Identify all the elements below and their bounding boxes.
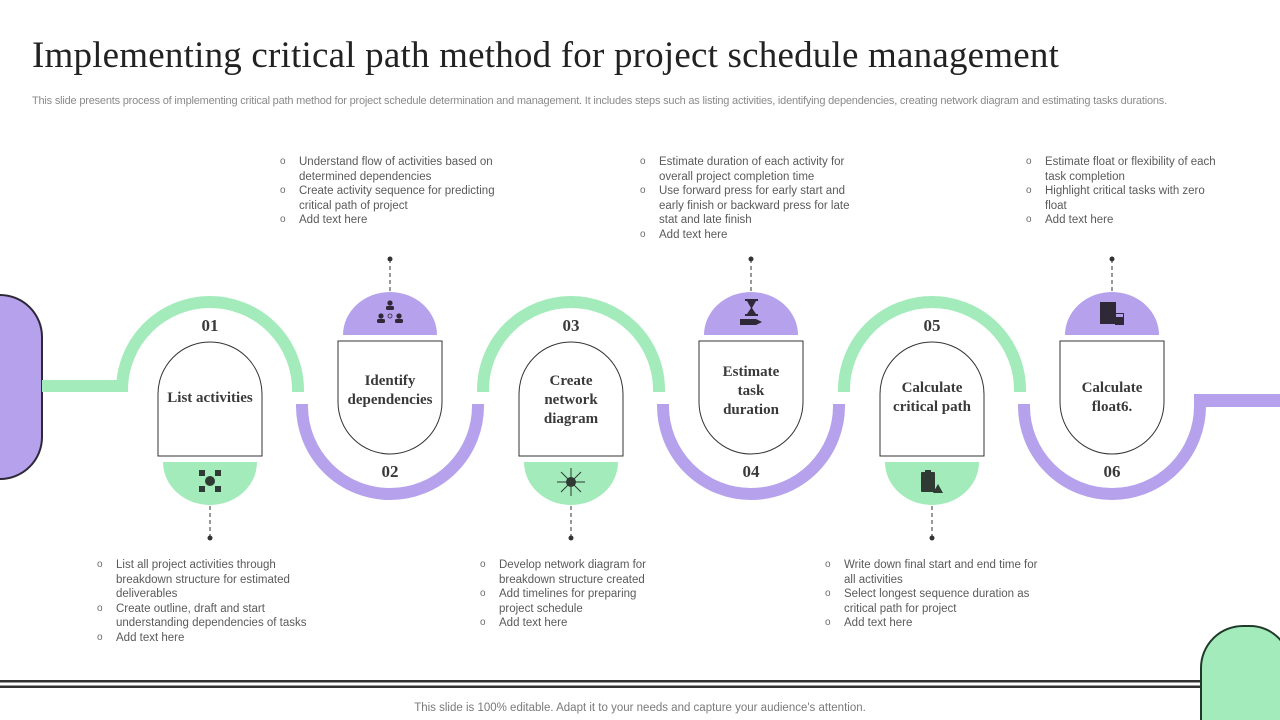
- bullets-step-01: List all project activities through brea…: [97, 558, 327, 645]
- bullets-step-04: Estimate duration of each activity for o…: [640, 155, 868, 242]
- footer-note: This slide is 100% editable. Adapt it to…: [414, 702, 866, 714]
- step-label-calculate-float: Calculate float6.: [1081, 380, 1143, 415]
- bullet-item: Use forward press for early start and ea…: [640, 184, 868, 228]
- step-label-create-network-diagram: Create network diagram: [543, 372, 599, 427]
- purple-arcs: [296, 394, 1280, 500]
- bullet-item: Write down final start and end time for …: [825, 558, 1050, 587]
- step-label-calculate-critical-path: Calculate critical path: [893, 380, 971, 415]
- bullet-item: Select longest sequence duration as crit…: [825, 587, 1050, 616]
- bullet-item: Create activity sequence for predicting …: [280, 184, 500, 213]
- bullet-item: Add text here: [480, 616, 665, 631]
- bullet-item: List all project activities through brea…: [97, 558, 327, 602]
- network-globe-icon: [557, 468, 585, 496]
- leader-lines: [209, 259, 1113, 538]
- step-boxes: [157, 340, 1165, 457]
- bullet-item: Add timelines for preparing project sche…: [480, 587, 665, 616]
- step-number-06: 06: [1103, 462, 1121, 481]
- divider-line-top: [0, 680, 1200, 683]
- bullet-item: Add text here: [280, 213, 500, 228]
- bullet-item: Add text here: [97, 631, 327, 646]
- bullets-step-06: Estimate float or flexibility of each ta…: [1026, 155, 1216, 228]
- hourglass-hand-icon: [740, 299, 762, 325]
- step-number-04: 04: [742, 462, 760, 481]
- divider-line-bottom: [0, 685, 1200, 688]
- left-decor-shape: [0, 294, 43, 480]
- bullet-item: Add text here: [1026, 213, 1216, 228]
- step-number-02: 02: [381, 462, 399, 481]
- step-number-03: 03: [562, 316, 580, 335]
- start-connector: [42, 380, 122, 392]
- page-subtitle: This slide presents process of implement…: [32, 95, 1167, 107]
- workflow-gear-icon: [199, 470, 221, 492]
- end-connector: [1200, 395, 1280, 407]
- bullet-item: Understand flow of activities based on d…: [280, 155, 500, 184]
- page-title: Implementing critical path method for pr…: [32, 35, 1060, 76]
- bullets-step-03: Develop network diagram for breakdown st…: [480, 558, 665, 631]
- green-arcs: [116, 296, 1026, 392]
- step-label-identify-dependencies: Identify dependencies: [347, 373, 433, 408]
- leader-dots: [207, 256, 1115, 541]
- step-label-estimate-task-duration: Estimate task duration: [722, 363, 780, 418]
- bullet-item: Develop network diagram for breakdown st…: [480, 558, 665, 587]
- bullet-item: Create outline, draft and start understa…: [97, 602, 327, 631]
- bullet-item: Estimate duration of each activity for o…: [640, 155, 868, 184]
- bullet-item: Estimate float or flexibility of each ta…: [1026, 155, 1216, 184]
- bullet-item: Highlight critical tasks with zero float: [1026, 184, 1216, 213]
- clipboard-warning-icon: [921, 470, 943, 493]
- right-decor-shape: [1200, 625, 1280, 720]
- bullets-step-05: Write down final start and end time for …: [825, 558, 1050, 631]
- step-number-01: 01: [201, 316, 219, 335]
- bullet-item: Add text here: [640, 228, 868, 243]
- step-number-05: 05: [923, 316, 941, 335]
- bullets-step-02: Understand flow of activities based on d…: [280, 155, 500, 228]
- team-network-icon: [377, 300, 403, 323]
- bullet-item: Add text here: [825, 616, 1050, 631]
- step-label-list-activities: List activities: [167, 389, 253, 406]
- report-calculator-icon: [1100, 302, 1124, 325]
